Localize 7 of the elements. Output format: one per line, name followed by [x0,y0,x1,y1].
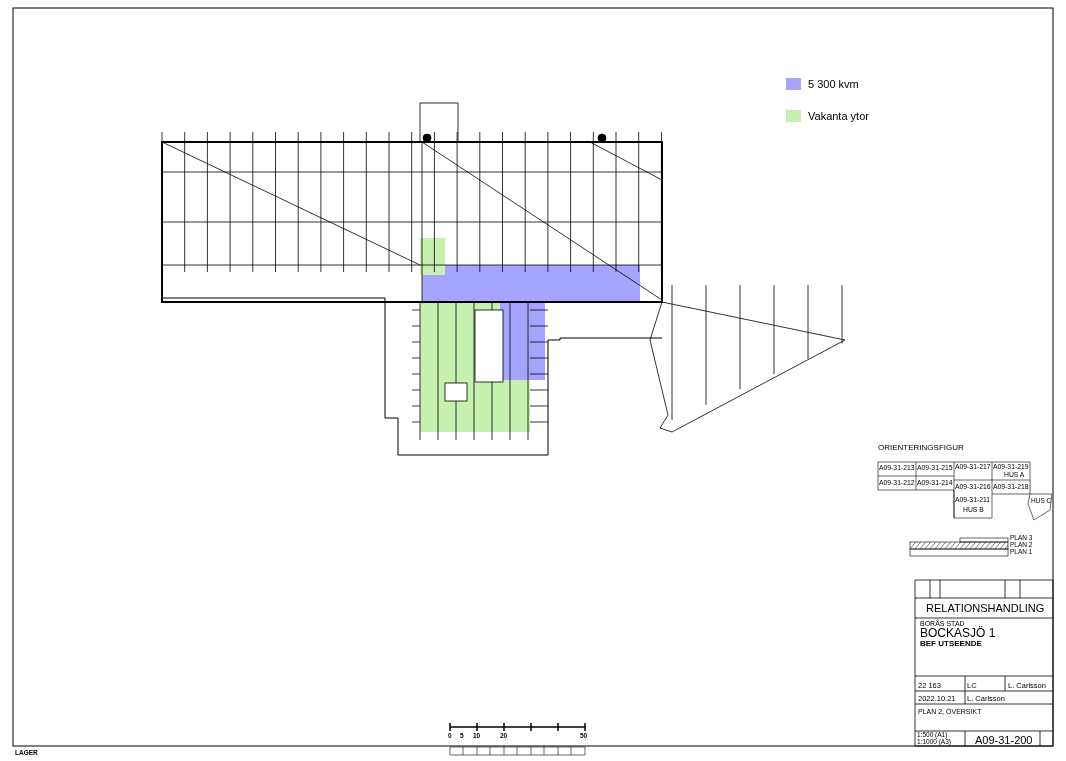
drawing-number: A09-31-200 [975,735,1033,746]
legend-label: Vakanta ytor [808,111,869,122]
heading: ORIENTERINGSFIGUR [878,444,964,452]
legend-label: 5 300 kvm [808,79,859,90]
document-type: RELATIONSHANDLING [926,603,1045,614]
drawing-subject: BEF UTSEENDE [920,640,982,648]
property-name: BOCKASJÖ 1 [920,627,996,639]
